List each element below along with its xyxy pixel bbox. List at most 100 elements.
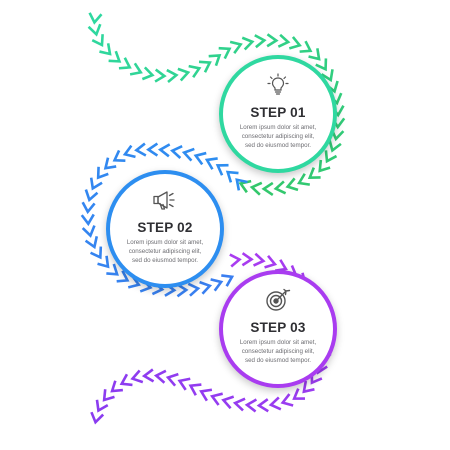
chevron-arrow-icon (146, 142, 159, 157)
chevron-arrow-icon (210, 278, 224, 292)
chevron-arrow-icon (198, 60, 212, 73)
chevron-arrow-icon (229, 40, 243, 54)
chevron-arrow-icon (199, 280, 213, 295)
chevron-arrow-icon (103, 157, 117, 170)
lightbulb-icon (223, 73, 333, 97)
chevron-arrow-icon (288, 36, 302, 50)
step-1-title: STEP 01 (250, 105, 306, 120)
chevron-arrow-icon (84, 189, 99, 203)
chevron-arrow-icon (110, 380, 123, 393)
chevron-arrow-icon (252, 252, 266, 267)
step-3-title: STEP 03 (250, 320, 306, 335)
chevron-arrow-icon (328, 139, 342, 153)
chevron-arrow-icon (266, 33, 279, 48)
chevron-arrow-icon (129, 62, 143, 76)
chevron-arrow-icon (119, 373, 133, 387)
chevron-arrow-icon (80, 213, 95, 227)
chevron-arrow-icon (232, 397, 246, 412)
chevron-arrow-icon (307, 167, 321, 179)
chevron-arrow-icon (229, 253, 242, 268)
chevron-arrow-icon (277, 33, 291, 48)
chevron-arrow-icon (154, 68, 167, 83)
chevron-arrow-icon (108, 50, 122, 63)
step-2-title: STEP 02 (137, 220, 193, 235)
chevron-arrow-icon (130, 369, 144, 384)
chevron-arrow-icon (89, 177, 103, 191)
step-1-text-line: consectetur adipiscing elit, (241, 133, 315, 140)
step-2-text-line: sed do eiusmod tempor. (131, 257, 199, 264)
step-3-text-line: consectetur adipiscing elit, (241, 348, 315, 355)
step-2-text-line: consectetur adipiscing elit, (128, 248, 202, 255)
chevron-arrow-icon (141, 66, 155, 81)
chevron-arrow-icon (187, 282, 201, 297)
chevron-arrow-icon (95, 399, 109, 413)
chevron-arrow-icon (218, 46, 232, 60)
step-3-text-line: sed do eiusmod tempor. (244, 357, 312, 364)
chevron-arrow-icon (296, 173, 311, 186)
chevron-arrow-icon (112, 149, 126, 162)
chevron-arrow-icon (238, 179, 252, 194)
step-2-arrow-trail (80, 142, 248, 298)
chevron-arrow-icon (81, 225, 96, 238)
chevron-arrow-icon (204, 157, 218, 170)
chevron-arrow-icon (96, 166, 109, 180)
chevron-arrow-icon (122, 144, 136, 159)
chevron-arrow-icon (166, 68, 179, 84)
chevron-arrow-icon (308, 48, 321, 61)
step-1-text-line: Lorem ipsum dolor sit amet, (239, 124, 317, 131)
chevron-arrow-icon (102, 389, 115, 402)
chevron-arrow-icon (81, 201, 96, 215)
chevron-arrow-icon (324, 150, 338, 164)
step-3-card: STEP 03 Lorem ipsum dolor sit amet, cons… (219, 270, 337, 388)
chevron-arrow-icon (249, 181, 263, 196)
chevron-arrow-icon (318, 159, 331, 173)
chevron-arrow-icon (181, 147, 195, 162)
step-1-text-line: sed do eiusmod tempor. (244, 142, 312, 149)
chevron-arrow-icon (256, 398, 269, 413)
target-icon (223, 288, 333, 312)
step-2-text-line: Lorem ipsum dolor sit amet, (126, 239, 204, 246)
chevron-arrow-icon (299, 40, 313, 53)
chevron-arrow-icon (157, 143, 171, 158)
chevron-arrow-icon (221, 274, 235, 287)
chevron-arrow-icon (89, 246, 103, 260)
step-1-description: Lorem ipsum dolor sit amet, consectetur … (231, 123, 325, 150)
chevron-arrow-icon (188, 383, 202, 396)
chevron-arrow-icon (177, 377, 191, 391)
chevron-arrow-icon (254, 34, 267, 49)
chevron-arrow-icon (264, 255, 278, 269)
chevron-arrow-icon (97, 255, 110, 269)
step-1-arrow-trail (87, 12, 346, 196)
chevron-arrow-icon (118, 57, 132, 70)
chevron-arrow-icon (315, 58, 328, 72)
chevron-arrow-icon (176, 283, 189, 298)
chevron-arrow-icon (141, 368, 155, 383)
chevron-arrow-icon (241, 36, 255, 51)
chevron-arrow-icon (235, 178, 248, 191)
chevron-arrow-icon (215, 163, 229, 176)
step-2-description: Lorem ipsum dolor sit amet, consectetur … (118, 238, 212, 265)
chevron-arrow-icon (285, 177, 299, 192)
chevron-arrow-icon (268, 396, 282, 411)
chevron-arrow-icon (84, 236, 99, 250)
megaphone-icon (110, 188, 220, 212)
chevron-arrow-icon (244, 398, 258, 413)
chevron-arrow-icon (106, 263, 119, 276)
chevron-arrow-icon (208, 54, 222, 67)
chevron-arrow-icon (209, 392, 223, 406)
chevron-arrow-icon (88, 12, 103, 25)
chevron-arrow-icon (302, 380, 315, 394)
chevron-arrow-icon (241, 252, 254, 267)
chevron-arrow-icon (87, 23, 102, 37)
chevron-arrow-icon (261, 181, 274, 196)
chevron-arrow-icon (193, 151, 207, 166)
step-3-description: Lorem ipsum dolor sit amet, consectetur … (231, 338, 325, 365)
chevron-arrow-icon (280, 393, 294, 407)
step-2-card: STEP 02 Lorem ipsum dolor sit amet, cons… (106, 170, 224, 288)
chevron-arrow-icon (292, 388, 305, 400)
chevron-arrow-icon (153, 369, 167, 384)
chevron-arrow-icon (221, 395, 235, 410)
chevron-arrow-icon (165, 372, 179, 387)
chevron-arrow-icon (170, 144, 183, 159)
chevron-arrow-icon (90, 411, 105, 425)
